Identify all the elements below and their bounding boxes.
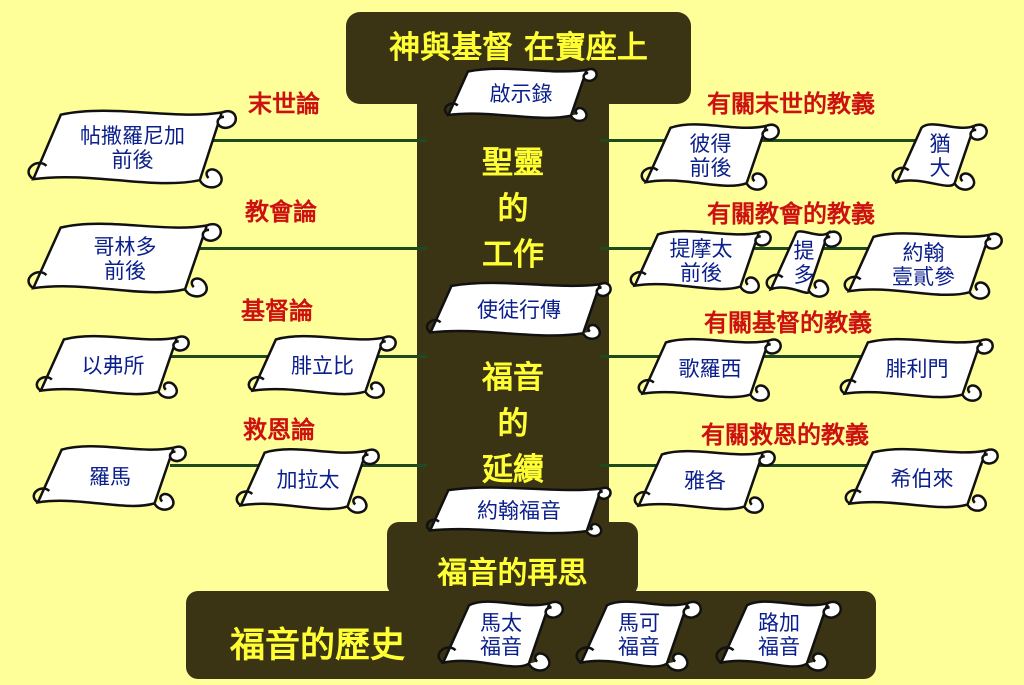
connector-line — [600, 139, 930, 142]
scroll-label: 腓利門 — [885, 357, 949, 381]
scroll-james: 雅各 — [633, 448, 776, 514]
scroll-romans: 羅馬 — [32, 443, 187, 511]
scroll-ephesians: 以弗所 — [35, 333, 190, 399]
category-christ-doctrine: 有關基督的教義 — [704, 309, 872, 337]
connector-line — [600, 247, 930, 250]
scroll-label: 猶 大 — [929, 132, 951, 180]
scroll-label: 啟示錄 — [489, 82, 553, 106]
scroll-label: 彼得 前後 — [689, 132, 732, 180]
history-label: 福音的歷史 — [229, 626, 405, 666]
scroll-label: 約翰 壹貳參 — [892, 241, 955, 289]
scroll-hebrews: 希伯來 — [844, 446, 999, 512]
center-lower-label: 福音 的 延續 — [482, 360, 544, 488]
scroll-john-letters: 約翰 壹貳參 — [843, 230, 1003, 300]
category-church-doctrine: 有關教會的教義 — [707, 200, 875, 228]
scroll-mark: 馬可 福音 — [575, 598, 702, 672]
scroll-revelation: 啟示錄 — [443, 66, 598, 123]
scroll-label: 馬太 福音 — [480, 611, 522, 659]
scroll-label: 加拉太 — [276, 468, 340, 492]
scroll-label: 約翰福音 — [477, 499, 561, 523]
scroll-label: 路加 福音 — [758, 611, 800, 659]
top-title: 神與基督 在寶座上 — [389, 30, 648, 66]
scroll-luke: 路加 福音 — [715, 598, 842, 672]
center-upper-label: 聖靈 的 工作 — [482, 145, 544, 273]
rethink-label: 福音的再思 — [437, 556, 588, 591]
scroll-philemon: 腓利門 — [839, 336, 994, 402]
scroll-timothy: 提摩太 前後 — [629, 228, 772, 294]
scroll-colossians: 歌羅西 — [637, 336, 782, 402]
scroll-label: 提 多 — [793, 239, 815, 287]
scroll-philippians: 腓立比 — [247, 333, 397, 399]
scroll-corinthians: 哥林多 前後 — [27, 220, 222, 298]
scroll-matthew: 馬太 福音 — [437, 598, 564, 672]
category-ecclesiology: 教會論 — [245, 198, 317, 226]
scroll-galatians: 加拉太 — [235, 446, 380, 514]
scroll-label: 馬可 福音 — [618, 611, 660, 659]
scroll-label: 提摩太 前後 — [669, 237, 733, 285]
scroll-label: 希伯來 — [890, 467, 954, 491]
scroll-label: 歌羅西 — [678, 357, 742, 381]
scroll-acts: 使徒行傳 — [425, 280, 612, 341]
scroll-thessalonians: 帖撒羅尼加 前後 — [27, 107, 237, 189]
category-soteriology: 救恩論 — [243, 416, 315, 444]
scroll-label: 哥林多 前後 — [93, 235, 157, 283]
category-salvation-doctrine: 有關救恩的教義 — [701, 421, 869, 449]
category-christology: 基督論 — [241, 297, 313, 325]
category-eschatology-doctrine: 有關末世的教義 — [707, 90, 875, 118]
scroll-john: 約翰福音 — [425, 485, 612, 538]
scroll-label: 使徒行傳 — [477, 298, 561, 322]
scroll-titus: 提 多 — [765, 228, 842, 298]
connector-line — [200, 139, 427, 142]
scroll-peter: 彼得 前後 — [640, 121, 780, 191]
connector-line — [200, 247, 427, 250]
scroll-label: 以弗所 — [81, 354, 145, 378]
category-eschatology: 末世論 — [248, 90, 320, 118]
scroll-label: 腓立比 — [291, 354, 354, 378]
scroll-label: 帖撒羅尼加 前後 — [80, 124, 185, 172]
scroll-jude: 猶 大 — [891, 121, 988, 191]
scroll-label: 羅馬 — [89, 465, 131, 489]
scroll-label: 雅各 — [684, 469, 726, 493]
